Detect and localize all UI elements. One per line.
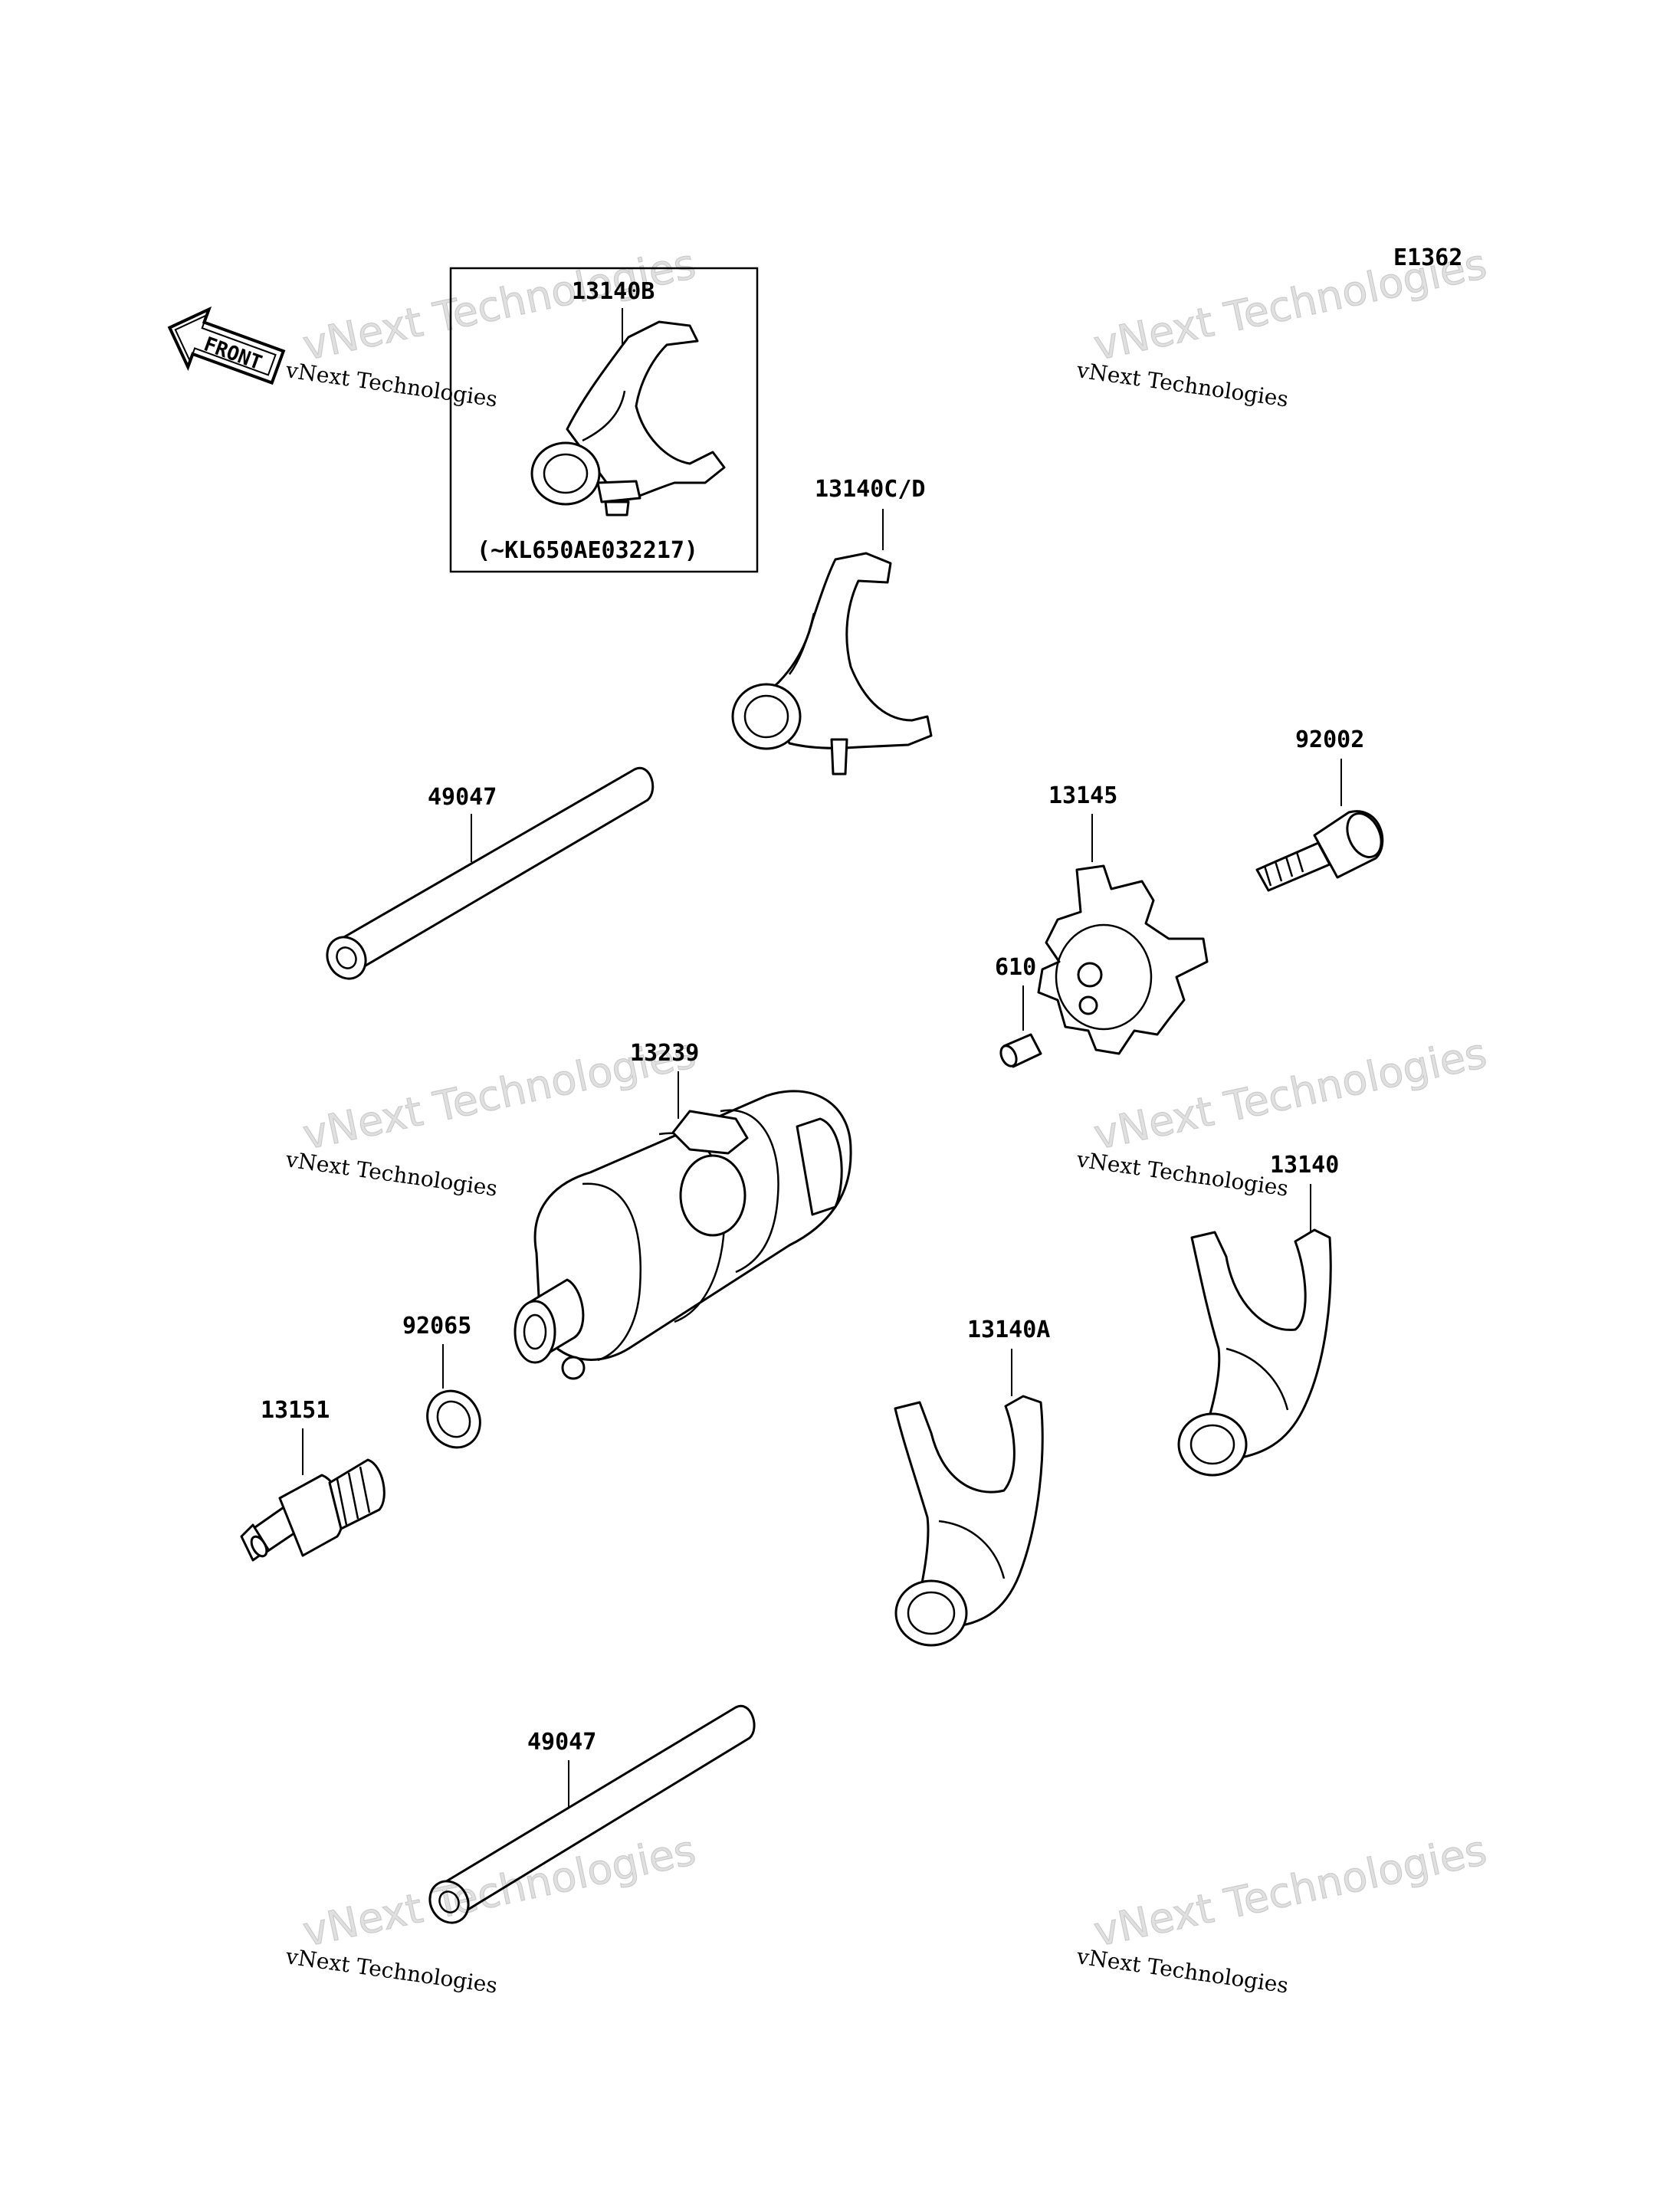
svg-text:vNext Technologies: vNext Technologies: [299, 1826, 701, 1956]
svg-text:vNext Technologies: vNext Technologies: [1090, 240, 1491, 370]
part-label-49047-bottom: 49047: [527, 1729, 596, 1756]
part-label-13140A: 13140A: [967, 1317, 1050, 1343]
pin-610: [999, 1033, 1042, 1068]
part-label-13239: 13239: [630, 1040, 699, 1067]
part-label-13140: 13140: [1270, 1152, 1339, 1179]
diagram-code: E1362: [1393, 244, 1462, 271]
inset-note: (~KL650AE032217): [477, 537, 698, 564]
shift-drum-cam-13145: [1037, 864, 1209, 1055]
shift-rod-49047-bottom: [428, 1704, 756, 1924]
shift-rod-49047-top: [326, 766, 655, 980]
watermark-bottom-left: vNext Technologies vNext Technologies: [284, 1825, 701, 1999]
watermark-bottom-right: vNext Technologies vNext Technologies: [1075, 1825, 1491, 1999]
shift-fork-13140B: [530, 320, 726, 516]
svg-text:vNext Technologies: vNext Technologies: [284, 357, 499, 412]
svg-text:vNext Technologies: vNext Technologies: [299, 1029, 701, 1159]
svg-text:vNext Technologies: vNext Technologies: [1090, 1826, 1491, 1956]
part-label-92002: 92002: [1295, 726, 1364, 753]
part-label-13140B: 13140B: [572, 278, 655, 305]
washer-92065: [426, 1389, 481, 1449]
svg-text:vNext Technologies: vNext Technologies: [284, 1943, 499, 1999]
part-label-13140CD: 13140C/D: [815, 476, 926, 503]
part-label-13151: 13151: [261, 1397, 330, 1424]
shift-fork-13140A: [894, 1395, 1044, 1647]
svg-text:vNext Technologies: vNext Technologies: [1075, 1943, 1290, 1999]
bolt-92002: [1255, 810, 1384, 892]
part-label-610: 610: [995, 954, 1036, 981]
watermark-middle-right: vNext Technologies vNext Technologies: [1075, 1028, 1491, 1202]
neutral-switch-13151: [240, 1458, 386, 1562]
svg-text:vNext Technologies: vNext Technologies: [1090, 1029, 1491, 1159]
svg-text:vNext Technologies: vNext Technologies: [1075, 357, 1290, 412]
shift-fork-13140: [1177, 1228, 1332, 1477]
part-label-92065: 92065: [402, 1313, 471, 1340]
inset-box: [449, 267, 759, 573]
shift-fork-13140CD: [731, 552, 933, 776]
front-arrow-icon: FRONT: [167, 306, 286, 385]
part-label-13145: 13145: [1048, 782, 1117, 809]
watermark-top-right: vNext Technologies vNext Technologies: [1075, 239, 1491, 412]
part-label-49047-top: 49047: [428, 784, 497, 811]
svg-text:vNext Technologies: vNext Technologies: [1075, 1146, 1290, 1202]
shift-drum-13239: [514, 1090, 852, 1380]
svg-text:vNext Technologies: vNext Technologies: [284, 1146, 499, 1202]
